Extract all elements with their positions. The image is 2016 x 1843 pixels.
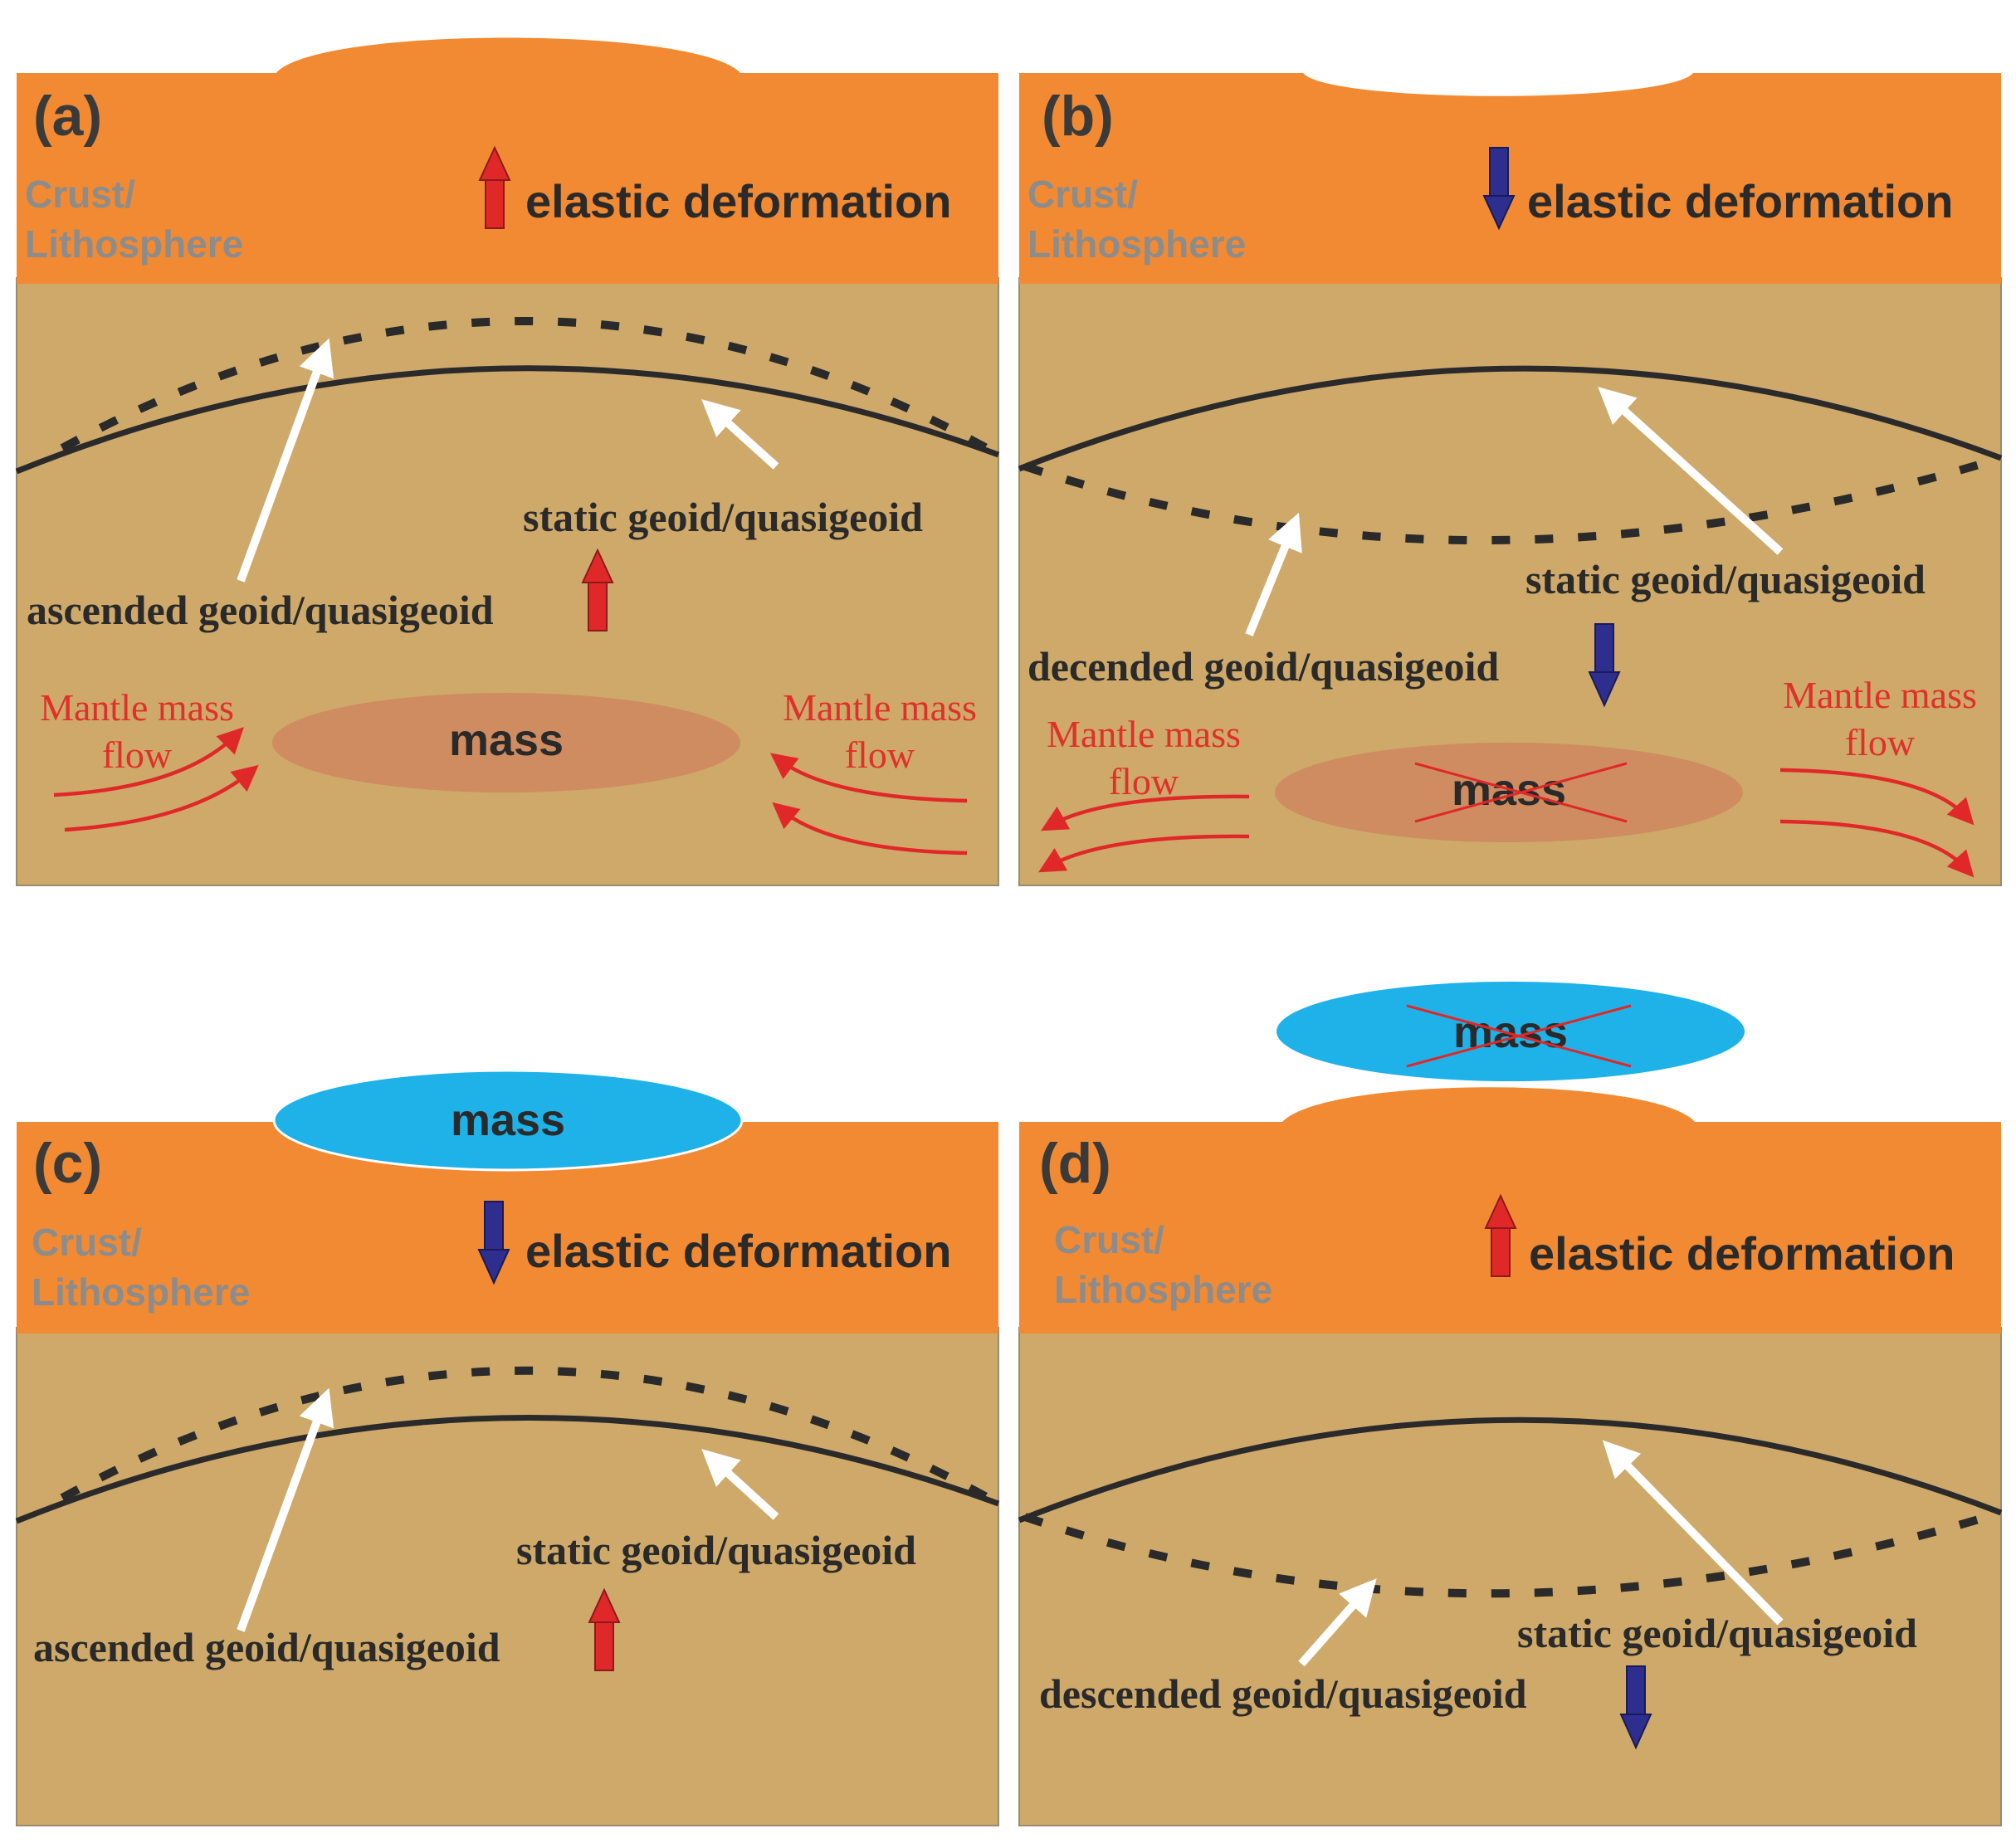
crust-label: Crust/	[1028, 173, 1138, 216]
static-geoid-line	[1018, 365, 2003, 472]
mantle-flow-label: flow	[1109, 760, 1179, 802]
shifted-geoid-label: ascended geoid/quasigeoid	[33, 1624, 500, 1670]
static-geoid-line	[1018, 1416, 2003, 1524]
panel-letter: (b)	[1042, 85, 1114, 148]
down-arrow-icon	[477, 1201, 510, 1285]
static-geoid-line	[15, 365, 1000, 475]
elastic-deformation-label: elastic deformation	[525, 175, 951, 227]
mantle-flow-label: Mantle mass	[783, 686, 977, 729]
flow-arrow-icon	[1779, 768, 1975, 826]
lithosphere-label: Lithosphere	[25, 222, 243, 266]
panel-c: mass (c) Crust/ Lithosphere elastic defo…	[15, 1069, 1001, 1826]
mantle-flow-label: flow	[1845, 721, 1916, 763]
flow-arrow-icon	[1779, 819, 1975, 878]
panel-d: mass (d) Crust/ Lithosphere elastic defo…	[1018, 982, 2003, 1826]
static-geoid-label: static geoid/quasigeoid	[516, 1527, 916, 1573]
mantle-flow-label: Mantle mass	[1783, 674, 1977, 716]
static-geoid-label: static geoid/quasigeoid	[1517, 1610, 1917, 1656]
flow-arrow-icon	[53, 727, 244, 797]
descended-geoid-line	[1023, 1509, 2003, 1598]
pointer-arrow-icon	[1298, 1578, 1377, 1667]
down-arrow-icon	[1588, 623, 1621, 708]
ascended-geoid-line	[60, 317, 1001, 459]
down-arrow-icon	[1482, 147, 1516, 231]
shifted-geoid-label: descended geoid/quasigeoid	[1039, 1670, 1527, 1717]
static-geoid-label: static geoid/quasigeoid	[1525, 556, 1926, 602]
pointer-arrow-icon	[237, 338, 334, 583]
pointer-arrow-icon	[701, 399, 779, 470]
crust-rebound-bulge	[1280, 1087, 1697, 1125]
mantle-flow-label: Mantle mass	[40, 686, 234, 729]
mantle-flow-label: Mantle mass	[1047, 713, 1241, 755]
shifted-geoid-label: decended geoid/quasigeoid	[1028, 643, 1499, 690]
panel-letter: (a)	[33, 85, 102, 148]
flow-arrow-icon	[769, 753, 968, 803]
crust-label: Crust/	[1054, 1218, 1164, 1261]
down-arrow-icon	[1619, 1665, 1652, 1750]
pointer-arrow-icon	[1602, 1440, 1784, 1626]
mantle-mass-ellipse	[1275, 743, 1743, 842]
panel-letter: (d)	[1039, 1132, 1111, 1195]
mantle-mass-ellipse	[272, 693, 740, 792]
pointer-arrow-icon	[237, 1387, 334, 1632]
shifted-geoid-label: ascended geoid/quasigeoid	[27, 587, 494, 633]
lithosphere-label: Lithosphere	[1028, 222, 1246, 266]
mass-label: mass	[451, 1095, 565, 1145]
up-arrow-icon	[588, 1587, 621, 1671]
up-arrow-icon	[581, 548, 614, 631]
pointer-arrow-icon	[1245, 512, 1302, 636]
crust-label: Crust/	[32, 1221, 142, 1264]
flow-arrow-icon	[1038, 834, 1250, 873]
mantle-layer	[1018, 1327, 2002, 1826]
flow-arrow-icon	[64, 764, 259, 832]
elastic-deformation-label: elastic deformation	[525, 1225, 951, 1277]
ice-mass-ellipse	[272, 1069, 744, 1172]
static-geoid-line	[15, 1415, 1000, 1524]
mantle-flow-label: flow	[102, 734, 173, 776]
up-arrow-icon	[1484, 1193, 1517, 1277]
mantle-flow-label: flow	[845, 734, 915, 776]
elastic-deformation-label: elastic deformation	[1529, 1227, 1955, 1280]
panel-a: (a) Crust/ Lithosphere elastic deformati…	[15, 37, 1001, 886]
lithosphere-label: Lithosphere	[32, 1270, 250, 1314]
pointer-arrow-icon	[701, 1449, 779, 1520]
removed-cross-icon	[1406, 1004, 1632, 1068]
removed-cross-icon	[1414, 762, 1628, 823]
panel-letter: (c)	[33, 1132, 102, 1195]
elastic-deformation-label: elastic deformation	[1527, 175, 1953, 227]
ascended-geoid-line	[60, 1366, 1001, 1508]
crust-layer	[1019, 73, 2001, 284]
flow-arrow-icon	[772, 802, 968, 856]
up-arrow-icon	[478, 145, 511, 229]
lithosphere-label: Lithosphere	[1054, 1268, 1272, 1311]
descended-geoid-line	[1023, 454, 2003, 545]
crust-label: Crust/	[25, 173, 135, 216]
mantle-layer	[16, 1327, 999, 1826]
mass-label: mass	[449, 715, 564, 765]
flow-arrow-icon	[1041, 794, 1250, 831]
pointer-arrow-icon	[1598, 387, 1784, 555]
static-geoid-label: static geoid/quasigeoid	[523, 494, 923, 540]
crust-uplift-bulge	[274, 37, 743, 76]
panel-b: (b) Crust/ Lithosphere elastic deformati…	[1018, 73, 2003, 886]
